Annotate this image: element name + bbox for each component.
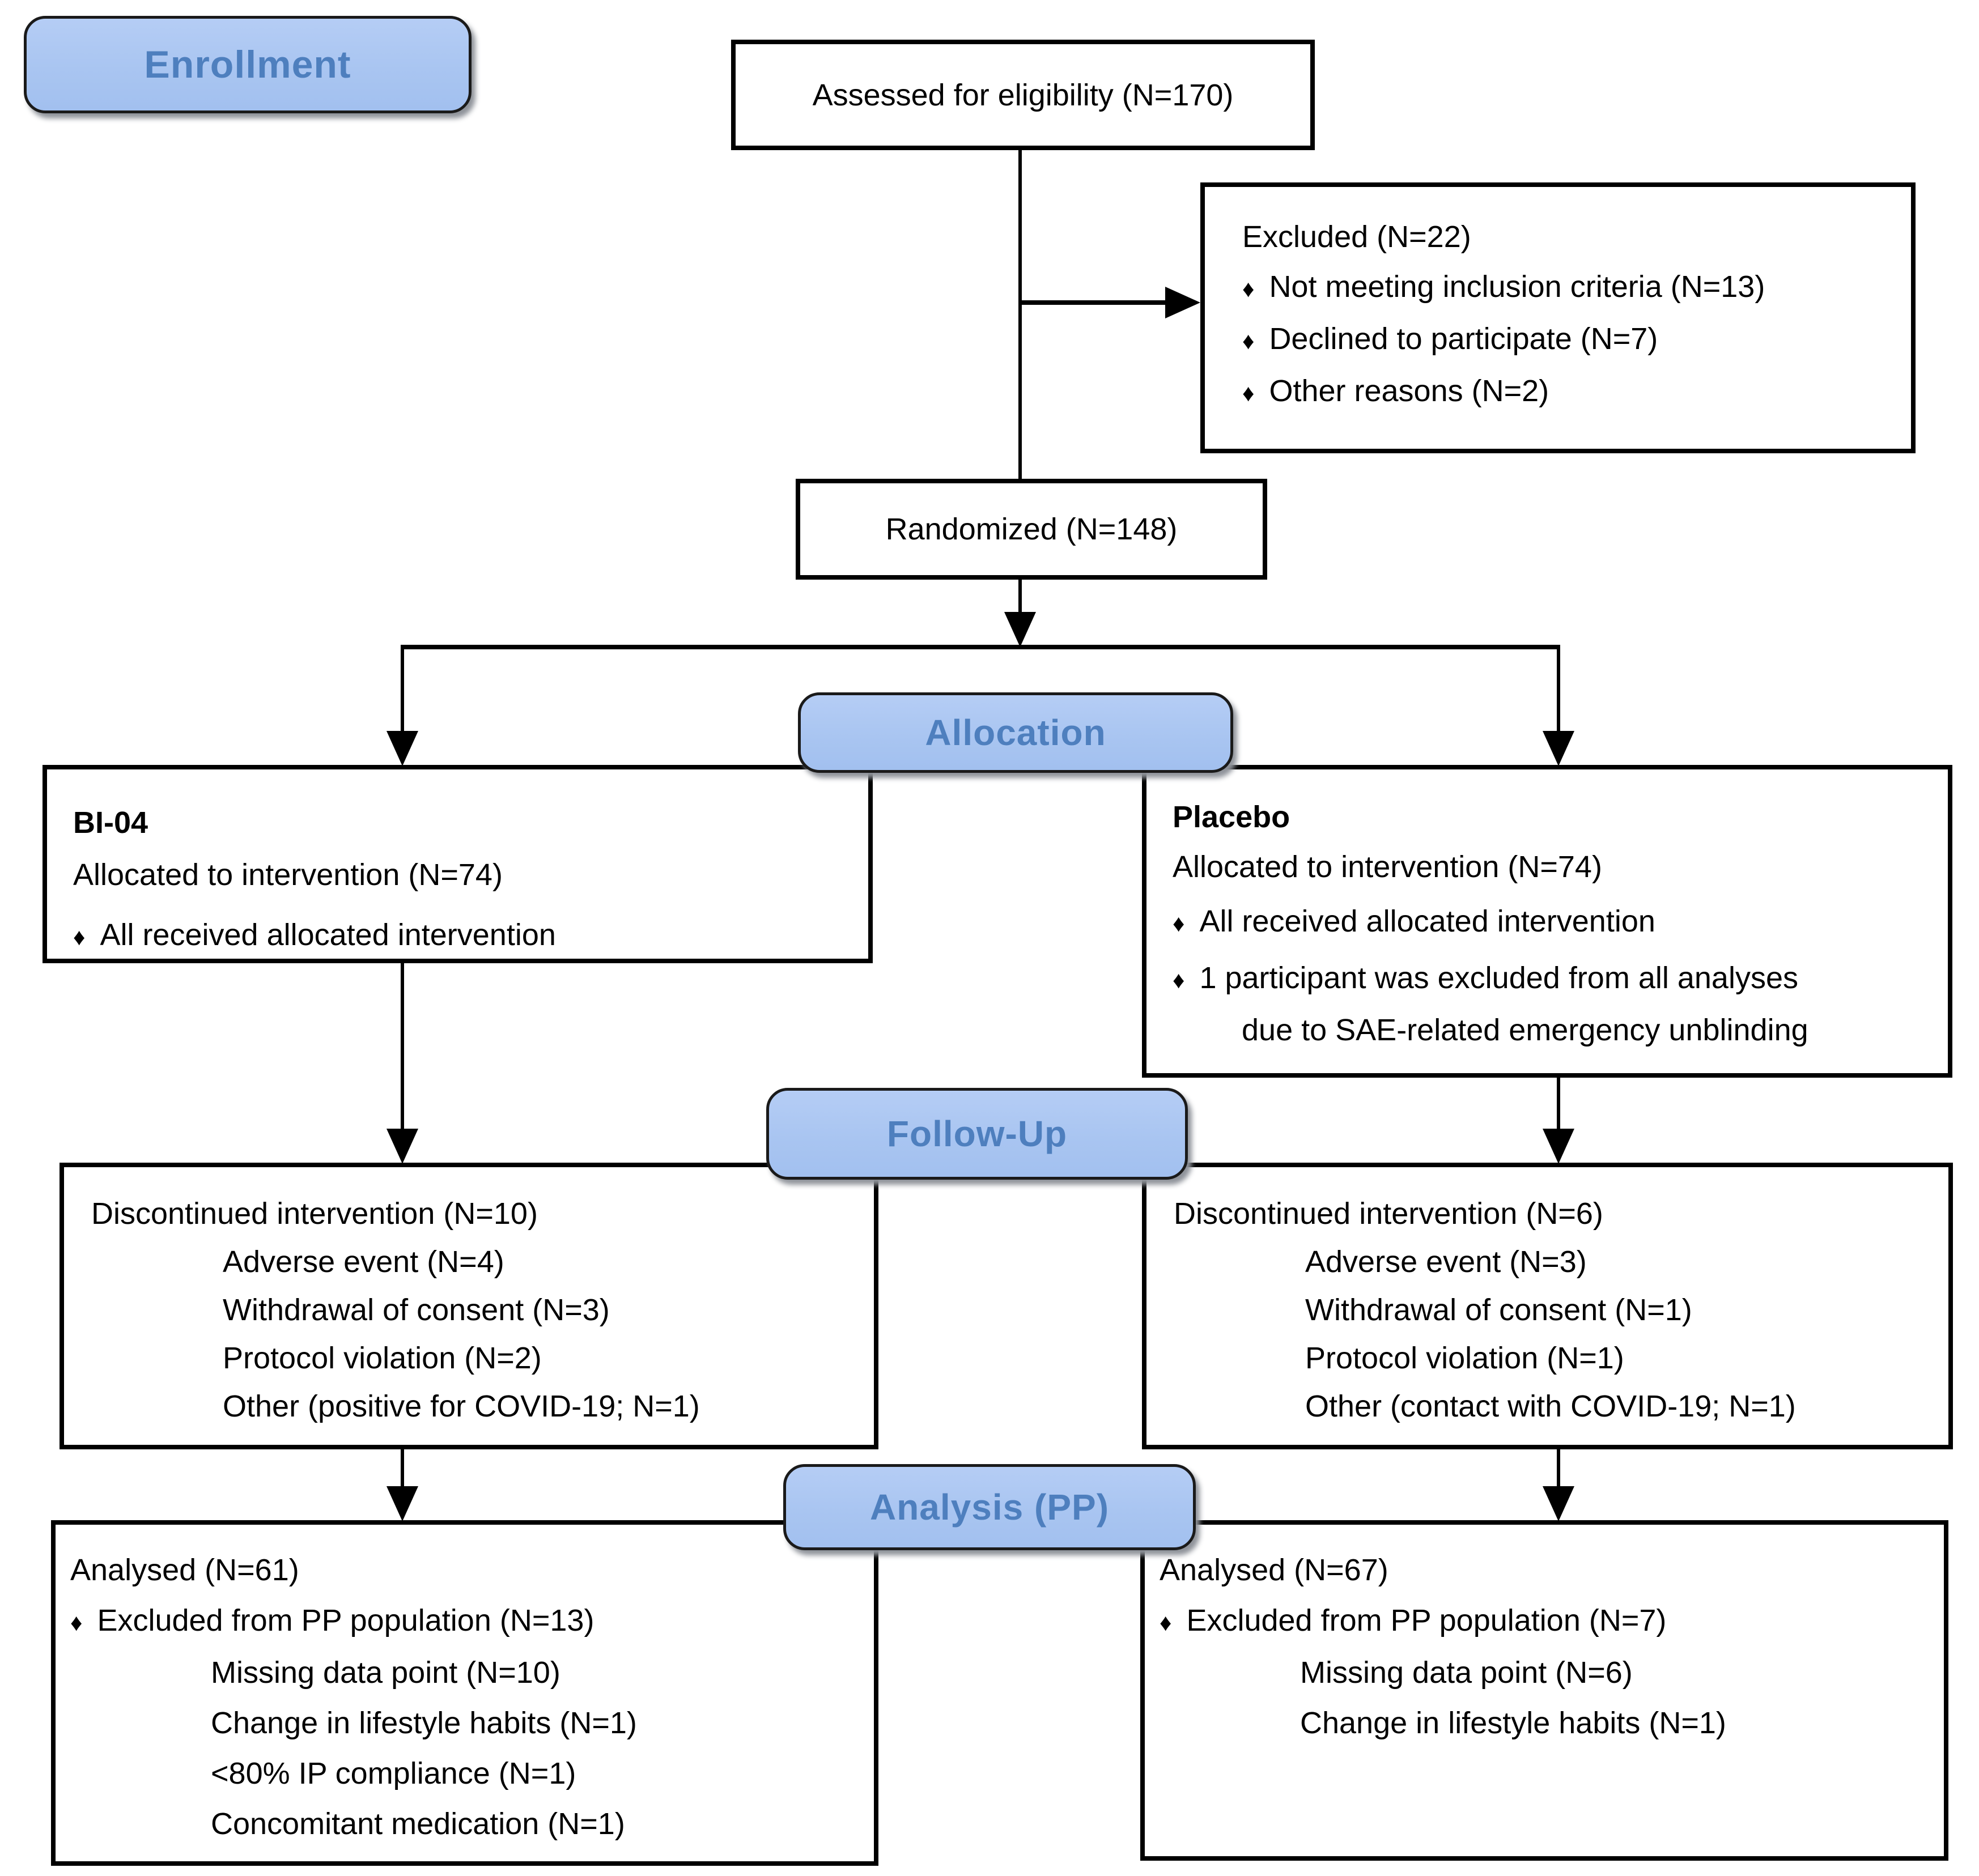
allocation-item: ♦All received allocated intervention [73, 918, 556, 952]
branch-line [401, 645, 1560, 649]
diamond-bullet-icon: ♦ [1173, 967, 1185, 993]
analysis-item: Missing data point (N=6) [1300, 1656, 1633, 1690]
stage-allocation: Allocation [798, 692, 1233, 773]
group-label-placebo: Placebo [1173, 800, 1290, 834]
discontinued-title: Discontinued intervention (N=6) [1174, 1197, 1603, 1231]
excluded-item: ♦Other reasons (N=2) [1242, 374, 1549, 408]
arrowhead-into-bi04-icon [387, 731, 418, 766]
excluded-item: ♦Not meeting inclusion criteria (N=13) [1242, 270, 1765, 304]
diamond-bullet-icon: ♦ [73, 924, 86, 950]
connector-followup-to-analysis-right [1557, 1449, 1560, 1489]
arrowhead-into-excluded-icon [1165, 287, 1200, 318]
connector-followup-to-analysis-left [401, 1449, 404, 1489]
analysis-right-box: Analysed (N=67) ♦Excluded from PP popula… [1140, 1520, 1948, 1861]
pp-excluded-line: ♦Excluded from PP population (N=13) [70, 1603, 594, 1637]
analysis-item: Missing data point (N=10) [211, 1656, 560, 1690]
analysis-item: Change in lifestyle habits (N=1) [1300, 1706, 1726, 1740]
allocation-left-box: BI-04 Allocated to intervention (N=74) ♦… [43, 765, 873, 963]
followup-item: Adverse event (N=4) [223, 1245, 504, 1279]
diamond-bullet-icon: ♦ [1160, 1609, 1172, 1636]
group-label-bi04: BI-04 [73, 806, 148, 840]
excluded-title: Excluded (N=22) [1242, 220, 1471, 254]
analysis-item: Change in lifestyle habits (N=1) [211, 1706, 637, 1740]
connector-placebo-to-followup [1557, 1078, 1560, 1131]
analysed-title: Analysed (N=67) [1160, 1553, 1388, 1587]
followup-item: Protocol violation (N=1) [1305, 1341, 1624, 1375]
followup-item: Other (contact with COVID-19; N=1) [1305, 1389, 1796, 1423]
randomized-box: Randomized (N=148) [796, 479, 1267, 580]
followup-item: Protocol violation (N=2) [223, 1341, 542, 1375]
allocation-item: ♦All received allocated intervention [1173, 904, 1655, 938]
arrowhead-into-placebo-icon [1543, 731, 1574, 766]
followup-left-box: Discontinued intervention (N=10) Adverse… [60, 1163, 878, 1449]
excluded-item: ♦Declined to participate (N=7) [1242, 322, 1658, 356]
diamond-bullet-icon: ♦ [1242, 275, 1255, 302]
followup-right-box: Discontinued intervention (N=6) Adverse … [1142, 1163, 1953, 1449]
stage-followup: Follow-Up [766, 1088, 1188, 1180]
analysed-title: Analysed (N=61) [70, 1553, 299, 1587]
allocation-right-box: Placebo Allocated to intervention (N=74)… [1142, 765, 1952, 1078]
arrowhead-into-followup-left-icon [387, 1129, 418, 1164]
followup-item: Withdrawal of consent (N=1) [1305, 1293, 1692, 1327]
assessed-text: Assessed for eligibility (N=170) [812, 78, 1234, 112]
connector-branch-to-placebo [1557, 649, 1560, 733]
connector-randomized-to-branch [1018, 580, 1022, 615]
connector-branch-to-bi04 [401, 649, 404, 733]
pp-excluded-line: ♦Excluded from PP population (N=7) [1160, 1603, 1667, 1637]
followup-item: Withdrawal of consent (N=3) [223, 1293, 610, 1327]
allocated-line: Allocated to intervention (N=74) [1173, 850, 1602, 884]
diamond-bullet-icon: ♦ [1173, 910, 1185, 937]
assessed-box: Assessed for eligibility (N=170) [731, 40, 1315, 150]
connector-to-excluded [1020, 300, 1166, 305]
discontinued-title: Discontinued intervention (N=10) [91, 1197, 538, 1231]
connector-assessed-to-randomized [1018, 150, 1022, 479]
excluded-box: Excluded (N=22) ♦Not meeting inclusion c… [1200, 182, 1916, 453]
followup-item: Adverse event (N=3) [1305, 1245, 1587, 1279]
stage-enrollment: Enrollment [24, 16, 472, 113]
arrowhead-into-analysis-right-icon [1543, 1486, 1574, 1521]
allocation-item-sae: ♦1 participant was excluded from all ana… [1173, 961, 1808, 1047]
diamond-bullet-icon: ♦ [1242, 380, 1255, 406]
diamond-bullet-icon: ♦ [1242, 327, 1255, 354]
randomized-text: Randomized (N=148) [885, 512, 1178, 546]
followup-item: Other (positive for COVID-19; N=1) [223, 1389, 700, 1423]
arrowhead-into-analysis-left-icon [387, 1486, 418, 1521]
stage-analysis: Analysis (PP) [783, 1464, 1196, 1550]
arrowhead-into-branch-icon [1004, 612, 1036, 647]
analysis-left-box: Analysed (N=61) ♦Excluded from PP popula… [51, 1520, 878, 1866]
arrowhead-into-followup-right-icon [1543, 1129, 1574, 1164]
connector-bi04-to-followup [401, 963, 404, 1131]
analysis-item: Concomitant medication (N=1) [211, 1807, 625, 1841]
allocated-line: Allocated to intervention (N=74) [73, 858, 503, 892]
analysis-item: <80% IP compliance (N=1) [211, 1756, 576, 1790]
diamond-bullet-icon: ♦ [70, 1609, 83, 1636]
